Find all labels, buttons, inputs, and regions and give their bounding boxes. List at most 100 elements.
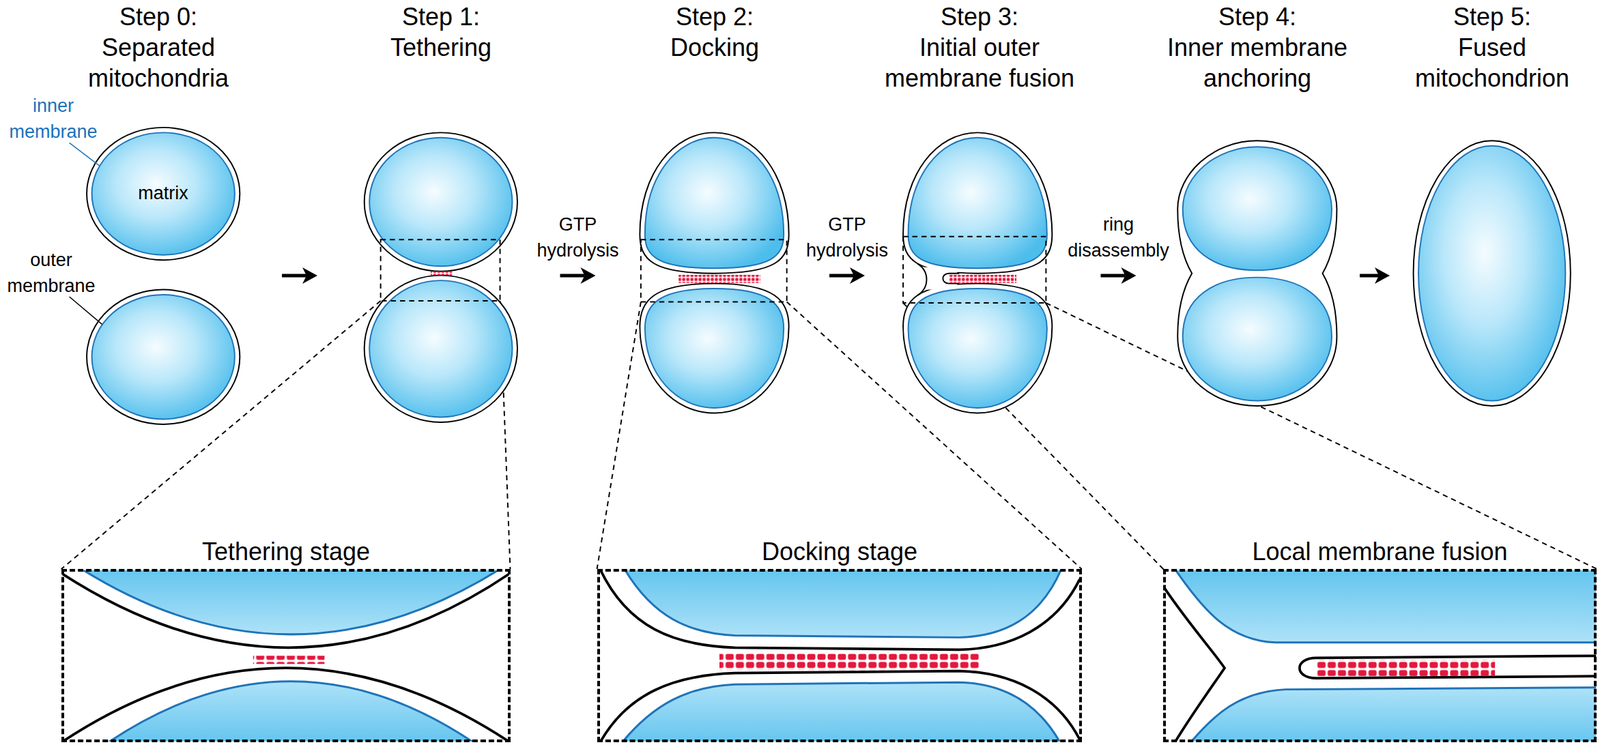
mitochondrion-step1 xyxy=(364,275,518,423)
arrow-shaft xyxy=(1101,274,1126,278)
tethering-zoom-art xyxy=(71,570,510,635)
mitochondrion-step4 xyxy=(1182,146,1332,271)
mitochondrion-step3 xyxy=(908,137,1048,269)
mitochondrion-step2 xyxy=(645,137,784,269)
step-number: Step 4: xyxy=(1154,1,1360,33)
mitochondrion-step5 xyxy=(1413,140,1571,407)
arrow-head xyxy=(1121,267,1137,284)
arrow-shaft xyxy=(560,274,585,278)
mitochondrion-step2 xyxy=(645,288,784,409)
step-arrow xyxy=(560,267,596,284)
membrane-label: inner membrane xyxy=(0,92,107,145)
step-name: Separated mitochondria xyxy=(55,32,261,94)
mitochondrion-step0 xyxy=(86,290,240,425)
fusion-zoom-art xyxy=(1173,570,1596,644)
stage-title: Docking stage xyxy=(559,537,1121,567)
step-panel: Step 2:Docking xyxy=(612,0,818,437)
mitochondrion-step3 xyxy=(903,132,1052,413)
docking-zoom-art xyxy=(624,570,1062,639)
step-name: Inner membrane anchoring xyxy=(1154,32,1360,94)
mitochondrion-step4 xyxy=(1177,140,1337,407)
mitochondrion-step2 xyxy=(640,239,788,302)
mitochondrion-step3 xyxy=(903,236,1046,304)
mitochondrion-step4 xyxy=(1177,140,1337,407)
mitochondrion-step3 xyxy=(908,288,1048,409)
mitochondrion-step3 xyxy=(917,263,927,296)
step-panel: Step 4:Inner membrane anchoring xyxy=(1154,0,1360,437)
illustration-group xyxy=(61,127,1600,747)
fusion-zoom-art xyxy=(1164,570,1596,644)
zoom-panel: Tethering stage xyxy=(61,569,511,743)
tethering-zoom-art xyxy=(62,570,510,742)
edge-label: GTP hydrolysis xyxy=(523,211,633,264)
tethering-zoom-art xyxy=(253,655,325,665)
stage-title: Local membrane fusion xyxy=(1124,537,1600,567)
leader-line xyxy=(61,301,1598,570)
docking-zoom-art xyxy=(620,682,1062,742)
tethering-zoom-art xyxy=(102,681,480,742)
mitochondrion-step5 xyxy=(1418,146,1566,402)
mitochondrion-step1 xyxy=(430,271,452,276)
docking-zoom-art xyxy=(600,570,1080,742)
fusion-zoom-art xyxy=(1316,660,1496,677)
arrow-head xyxy=(302,267,318,284)
mitochondrion-step1 xyxy=(380,239,501,302)
mitochondrion-step0 xyxy=(86,127,240,261)
fusion-zoom-art xyxy=(1189,688,1597,742)
arrow-shaft xyxy=(1359,274,1379,278)
fusion-zoom-art xyxy=(1173,688,1596,742)
docking-zoom-art xyxy=(600,570,1080,651)
leader-line xyxy=(597,302,641,570)
mitochondrion-step0 xyxy=(69,142,101,166)
docking-zoom-art xyxy=(608,682,1072,742)
arrow-head xyxy=(580,267,596,284)
mitochondrion-step3 xyxy=(948,275,1017,284)
mitochondrion-step1 xyxy=(364,132,518,423)
step-number: Step 1: xyxy=(338,1,544,33)
step-number: Step 2: xyxy=(612,1,818,33)
mitochondrion-step2 xyxy=(678,275,761,284)
tethering-zoom-art xyxy=(92,681,491,742)
mitochondrion-step2 xyxy=(639,283,789,414)
mitochondrion-step2 xyxy=(639,132,789,413)
mitochondrion-step3 xyxy=(903,132,1052,413)
tethering-zoom-art xyxy=(81,570,501,635)
step-name: Fused mitochondrion xyxy=(1389,32,1595,94)
arrow-shaft xyxy=(829,274,854,278)
step-panel: Step 5:Fused mitochondrion xyxy=(1389,0,1595,437)
membrane-label: outer membrane xyxy=(0,247,103,299)
mitochondrion-step3 xyxy=(903,132,1052,274)
mitochondrion-step0 xyxy=(69,296,103,325)
step-name: Initial outer membrane fusion xyxy=(877,32,1082,94)
step-number: Step 3: xyxy=(877,1,1082,33)
arrow-head xyxy=(849,267,865,284)
mitochondrion-step1 xyxy=(369,137,512,267)
step-name: Tethering xyxy=(338,32,544,63)
mitochondrion-step0 xyxy=(92,294,235,420)
docking-zoom-art xyxy=(612,570,1072,639)
mitochondrion-step5 xyxy=(1413,140,1571,407)
step-panel: Step 1:Tethering xyxy=(338,0,544,437)
zoom-panel: Local membrane fusion xyxy=(1163,569,1597,743)
tethering-zoom-art xyxy=(62,573,510,648)
mitochondrion-step4 xyxy=(1182,277,1332,402)
step-arrow xyxy=(829,267,865,284)
stage-title: Tethering stage xyxy=(23,537,549,567)
zoom-panel: Docking stage xyxy=(597,569,1082,743)
compartment-label: matrix xyxy=(129,180,198,207)
step-arrow xyxy=(1359,267,1390,284)
step-panel: Step 3:Initial outer membrane fusion xyxy=(877,0,1082,437)
edge-label: GTP hydrolysis xyxy=(792,211,902,264)
mitochondrion-step0 xyxy=(92,132,235,255)
step-panel: Step 0:Separated mitochondria xyxy=(55,0,261,437)
fusion-zoom-art xyxy=(1299,655,1596,679)
step-number: Step 5: xyxy=(1389,1,1595,33)
arrow-shaft xyxy=(281,274,307,278)
docking-zoom-art xyxy=(719,653,980,671)
step-arrow xyxy=(1101,267,1137,284)
fusion-zoom-art xyxy=(1164,570,1596,742)
edge-label: ring disassembly xyxy=(1064,211,1174,264)
